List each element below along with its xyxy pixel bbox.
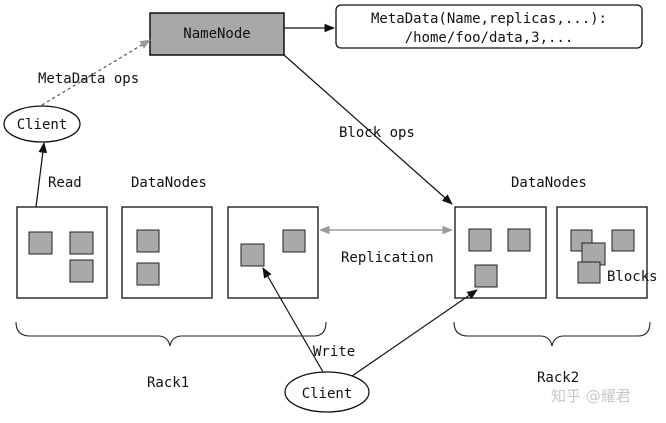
rack1-datanode-1 xyxy=(16,206,108,299)
rack1-datanode-2 xyxy=(121,206,213,299)
rack2-datanodes-label: DataNodes xyxy=(511,175,587,191)
block-ops-arrow xyxy=(283,54,453,205)
data-block xyxy=(28,231,53,255)
data-block xyxy=(69,231,94,255)
data-block xyxy=(136,229,160,253)
block-ops-label: Block ops xyxy=(339,125,415,141)
metadata-line-2: /home/foo/data,3,... xyxy=(405,30,574,46)
metadata-box xyxy=(335,4,643,49)
client-reader-label: Client xyxy=(17,117,68,133)
data-block xyxy=(611,229,635,252)
watermark: 知乎 @耀君 xyxy=(551,387,631,405)
blocks-label: Blocks xyxy=(607,269,658,285)
namenode-label: NameNode xyxy=(183,26,250,42)
datanode-box xyxy=(454,206,547,299)
data-block xyxy=(468,228,492,252)
client-writer-label: Client xyxy=(302,386,353,402)
write-arrow-rack1 xyxy=(262,267,324,373)
replication-label: Replication xyxy=(341,250,434,266)
data-block xyxy=(577,261,601,284)
datanode-box xyxy=(121,206,213,299)
data-block xyxy=(507,228,531,252)
data-block xyxy=(69,259,94,283)
rack2-brace xyxy=(453,321,651,347)
data-block xyxy=(282,229,306,253)
rack1-label: Rack1 xyxy=(147,375,189,391)
client-writer: Client xyxy=(284,371,370,413)
rack2-datanode-2 xyxy=(556,206,648,299)
rack1-brace xyxy=(15,321,327,347)
rack1-datanodes-label: DataNodes xyxy=(131,175,207,191)
data-block xyxy=(136,262,160,286)
read-arrow xyxy=(35,141,48,208)
write-arrow-rack2 xyxy=(351,289,478,377)
client-reader: Client xyxy=(3,105,81,143)
client-writer-ellipse xyxy=(284,371,370,413)
rack2-label: Rack2 xyxy=(537,370,579,386)
rack1-datanode-3 xyxy=(227,206,319,299)
rack2-datanode-1 xyxy=(454,206,547,299)
write-label: Write xyxy=(313,344,355,360)
metadata-ops-label: MetaData ops xyxy=(38,71,139,87)
namenode-box xyxy=(149,12,285,56)
data-block xyxy=(474,264,498,288)
metadata-panel: MetaData(Name,replicas,...): /home/foo/d… xyxy=(335,4,643,49)
read-label: Read xyxy=(48,175,82,191)
data-block xyxy=(240,243,265,267)
metadata-line-1: MetaData(Name,replicas,...): xyxy=(371,11,607,27)
namenode: NameNode xyxy=(149,12,285,56)
